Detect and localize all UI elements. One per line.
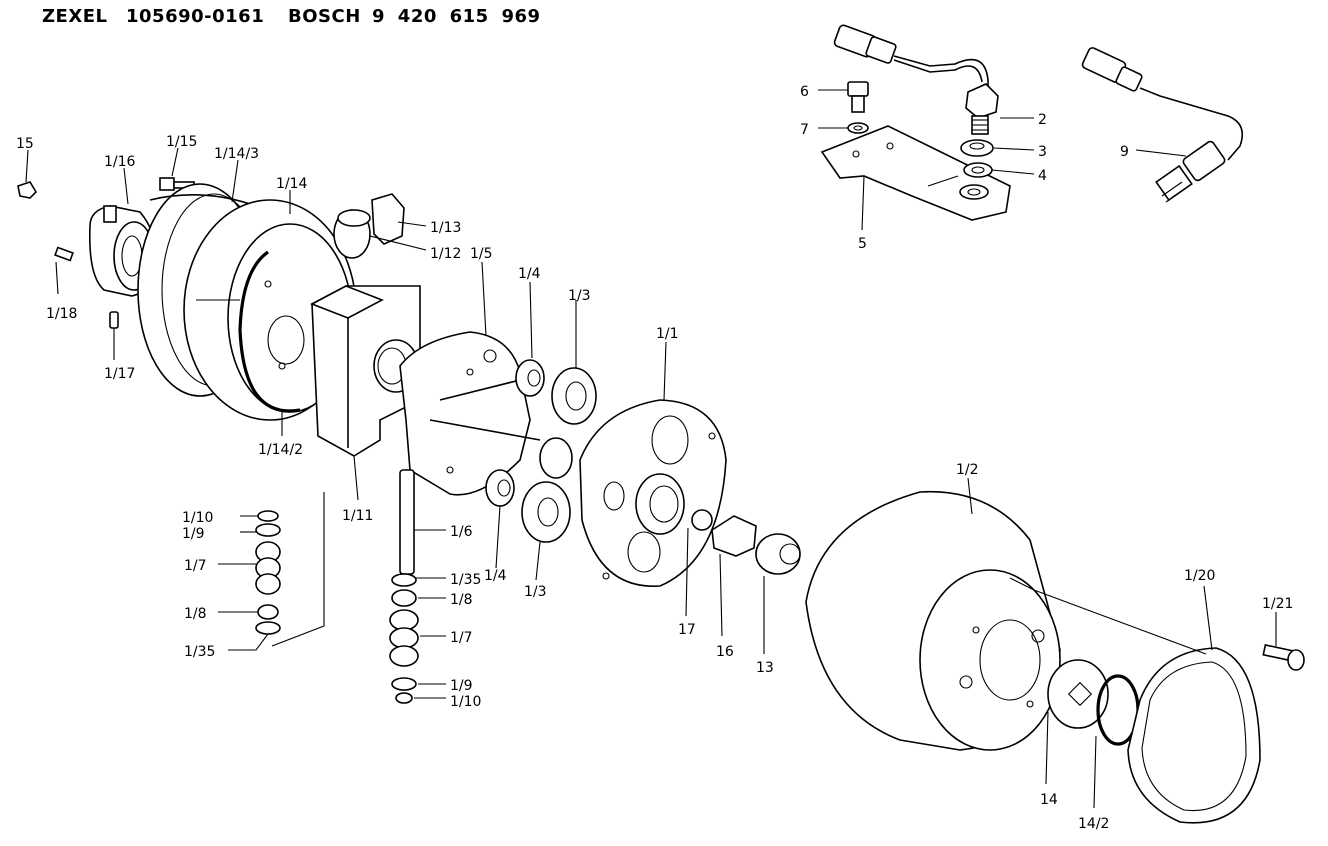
oring-1-14-2 [238, 250, 301, 413]
cap-15 [17, 181, 38, 199]
label-1-20: 1/20 [1184, 568, 1215, 584]
label-7: 7 [800, 122, 809, 138]
header-brand-zexel: ZEXEL [42, 6, 108, 27]
label-6: 6 [800, 84, 809, 100]
label-17: 17 [678, 622, 696, 638]
label-16: 16 [716, 644, 734, 660]
nozzle-16 [711, 515, 757, 557]
label-1-7-right: 1/7 [450, 630, 473, 646]
label-1-1: 1/1 [656, 326, 679, 342]
label-14-2: 14/2 [1078, 816, 1109, 832]
label-1-4-bottom: 1/4 [484, 568, 507, 584]
header-bosch-part-number: 9 420 615 969 [372, 6, 541, 27]
label-1-3-bottom: 1/3 [524, 584, 547, 600]
label-1-2: 1/2 [956, 462, 979, 478]
bolt-1-21 [1262, 644, 1305, 671]
label-1-14-2: 1/14/2 [258, 442, 303, 458]
label-2: 2 [1038, 112, 1047, 128]
plug-13 [755, 533, 801, 575]
label-1-10-right: 1/10 [450, 694, 481, 710]
label-1-15: 1/15 [166, 134, 197, 150]
label-1-7-left: 1/7 [184, 558, 207, 574]
seal-1-3 [521, 367, 597, 543]
label-1-13: 1/13 [430, 220, 461, 236]
label-1-8-left: 1/8 [184, 606, 207, 622]
washer-4 [959, 162, 993, 200]
label-1-35-right: 1/35 [450, 572, 481, 588]
temperature-sensor-2 [965, 83, 999, 135]
label-13: 13 [756, 660, 774, 676]
bolt-6 [847, 81, 869, 113]
label-1-12: 1/12 [430, 246, 461, 262]
label-4: 4 [1038, 168, 1047, 184]
label-1-9-left: 1/9 [182, 526, 205, 542]
label-1-14-3: 1/14/3 [214, 146, 259, 162]
pin-1-17 [109, 311, 119, 329]
pressure-valve-1-4 [485, 359, 545, 507]
pin-1-18 [54, 246, 74, 262]
nut-3 [960, 139, 994, 157]
header-zexel-part-number: 105690-0161 [126, 6, 265, 27]
label-1-16: 1/16 [104, 154, 136, 170]
label-1-10-left: 1/10 [182, 510, 213, 526]
valve-17 [691, 509, 713, 531]
leader-lines [25, 89, 1277, 809]
label-3: 3 [1038, 144, 1047, 160]
label-1-4-top: 1/4 [518, 266, 541, 282]
cover-plate-1-20 [1127, 647, 1261, 824]
washer-7 [847, 122, 869, 134]
label-1-5: 1/5 [470, 246, 493, 262]
spring-stack-left [255, 510, 281, 635]
label-1-17: 1/17 [104, 366, 135, 382]
label-1-3-top: 1/3 [568, 288, 591, 304]
header-brand-bosch: BOSCH [288, 6, 361, 27]
plunger-1-12 [333, 209, 371, 259]
label-15: 15 [16, 136, 34, 152]
label-14: 14 [1040, 792, 1058, 808]
spring-stack-right [389, 573, 419, 704]
label-1-9-right: 1/9 [450, 678, 473, 694]
label-5: 5 [858, 236, 867, 252]
connector-left-plug [833, 24, 989, 86]
housing-1-2 [805, 490, 1061, 751]
speed-sensor-9 [1081, 47, 1244, 203]
plug-14 [1047, 659, 1109, 729]
label-1-18: 1/18 [46, 306, 77, 322]
label-1-6: 1/6 [450, 524, 473, 540]
label-1-35-left: 1/35 [184, 644, 215, 660]
label-9: 9 [1120, 144, 1129, 160]
spring-rod-1-6 [399, 469, 415, 575]
label-1-21: 1/21 [1262, 596, 1293, 612]
callout-labels: 15 1/15 1/16 1/14/3 1/14 1/13 1/12 1/5 1… [16, 84, 1293, 832]
flange-plate-1-5 [399, 331, 541, 496]
label-1-8-right: 1/8 [450, 592, 473, 608]
label-1-14: 1/14 [276, 176, 308, 192]
cap-1-13 [371, 193, 405, 245]
pump-body-1-1 [539, 399, 727, 587]
label-1-11: 1/11 [342, 508, 373, 524]
